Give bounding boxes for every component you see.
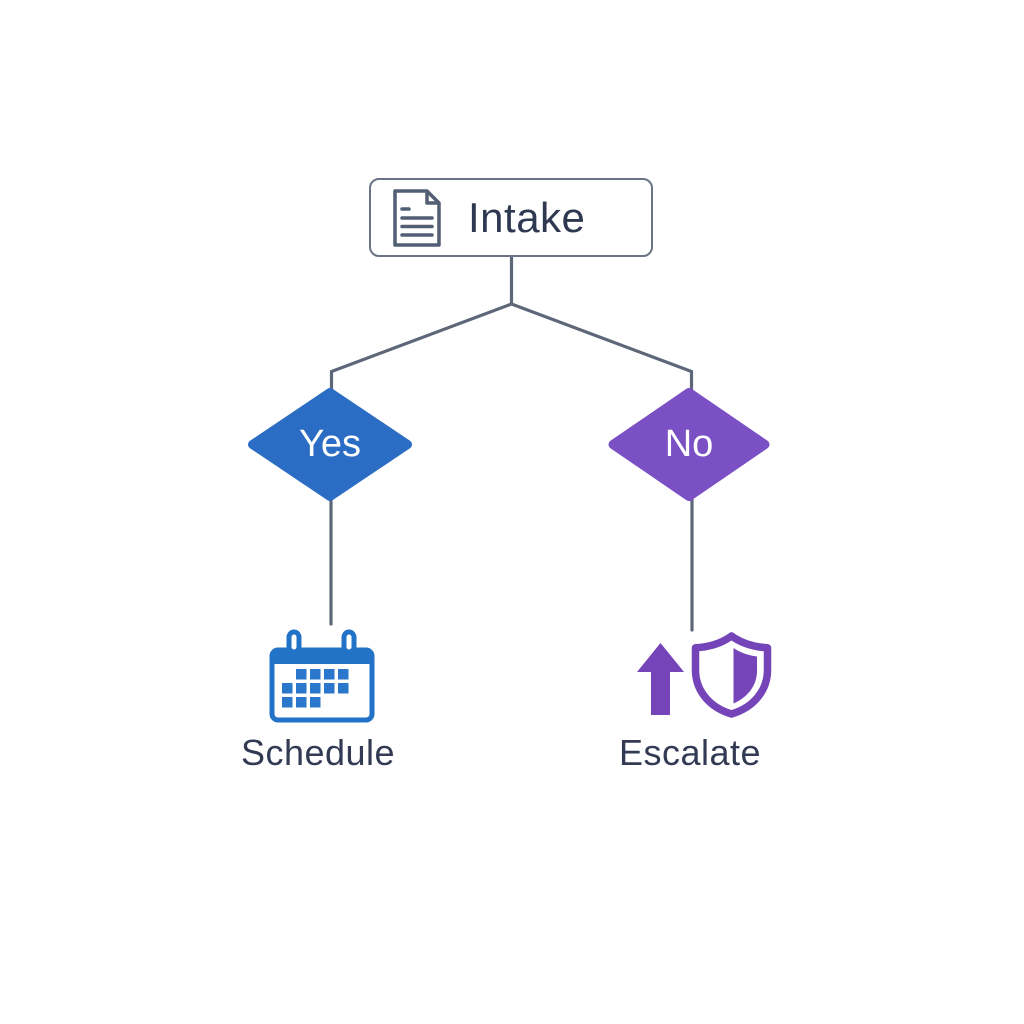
arrow-up-shield-icon xyxy=(637,632,774,718)
yes-diamond xyxy=(248,388,412,501)
yes-diamond-label: Yes xyxy=(299,423,361,465)
schedule-action-label: Schedule xyxy=(240,732,396,773)
arrow-up-icon xyxy=(637,643,684,715)
node-intake: Intake xyxy=(369,178,653,257)
escalate-action-label: Escalate xyxy=(618,732,762,773)
document-icon xyxy=(393,188,441,247)
calendar-icon xyxy=(269,629,375,728)
shield-icon xyxy=(691,632,772,718)
no-diamond-label: No xyxy=(664,423,714,465)
intake-node-label: Intake xyxy=(468,193,586,241)
no-diamond xyxy=(608,388,770,501)
